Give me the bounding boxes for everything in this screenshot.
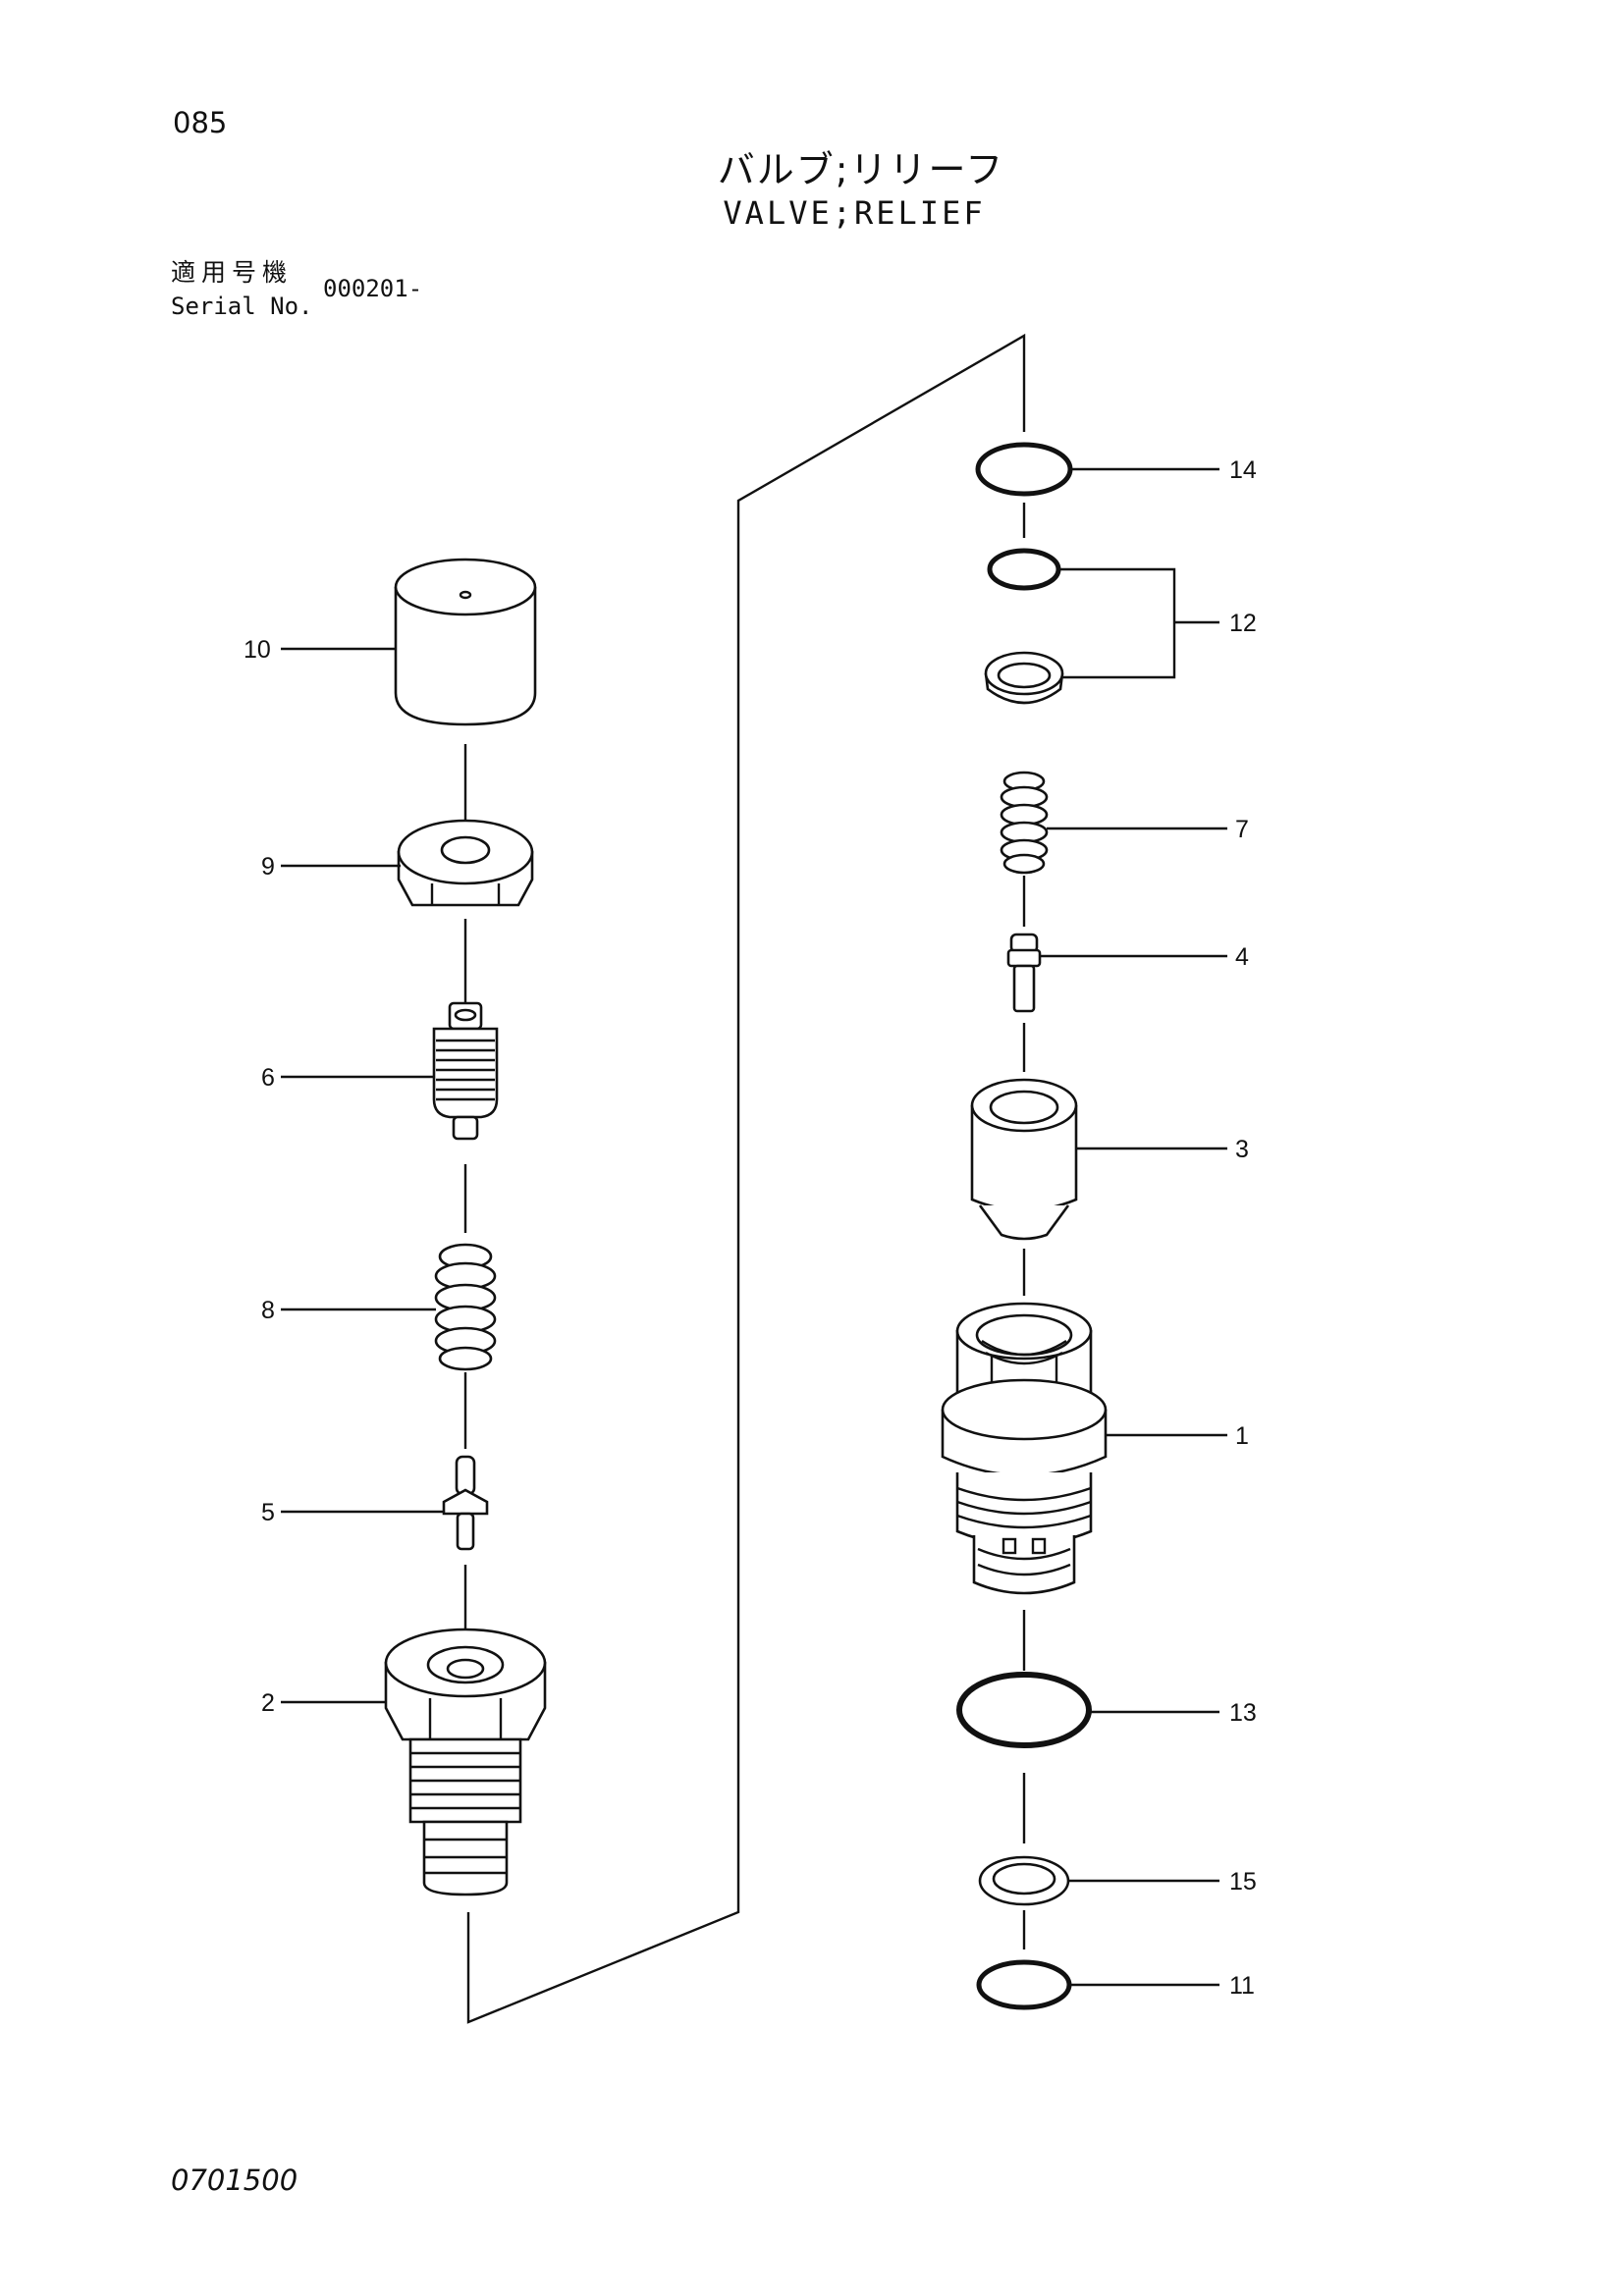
- part-14-o-ring: [975, 442, 1073, 497]
- leader-lines: [281, 467, 1227, 1987]
- callout-15: 15: [1229, 1868, 1257, 1896]
- serial-number-value: 000201-: [323, 275, 423, 302]
- part-9-nut: [397, 819, 534, 907]
- callout-1: 1: [1235, 1422, 1249, 1450]
- callout-9: 9: [261, 853, 275, 881]
- part-12-backup-ring: [984, 651, 1064, 705]
- part-2-plug: [384, 1628, 547, 1896]
- page-number: 085: [173, 106, 228, 139]
- callout-13: 13: [1229, 1699, 1257, 1727]
- part-5-poppet: [442, 1455, 489, 1551]
- callout-8: 8: [261, 1297, 275, 1324]
- serial-label-japanese: 適用号機: [171, 258, 294, 287]
- callout-4: 4: [1235, 943, 1249, 971]
- callout-12: 12: [1229, 610, 1257, 637]
- part-12-o-ring: [987, 548, 1061, 591]
- part-7-spring: [1000, 771, 1049, 875]
- part-10-cap: [394, 558, 537, 726]
- callout-6: 6: [261, 1064, 275, 1092]
- title-english: VALVE;RELIEF: [723, 194, 986, 232]
- part-15-washer: [978, 1855, 1070, 1906]
- callout-10: 10: [244, 636, 271, 664]
- part-6-adjusting-screw: [432, 1001, 499, 1141]
- title-japanese: バルブ;リリーフ: [717, 148, 1005, 191]
- callout-11: 11: [1229, 1972, 1255, 2000]
- part-4-pin: [1006, 933, 1042, 1013]
- serial-label-english: Serial No.: [171, 293, 313, 320]
- callout-5: 5: [261, 1499, 275, 1526]
- assembly-connector-line: [466, 333, 1026, 2024]
- callout-14: 14: [1229, 456, 1257, 484]
- part-13-o-ring: [956, 1672, 1092, 1748]
- part-3-sleeve: [970, 1078, 1078, 1241]
- callout-2: 2: [261, 1689, 275, 1717]
- part-8-spring: [434, 1243, 497, 1371]
- part-1-housing: [941, 1302, 1108, 1595]
- drawing-number: 0701500: [171, 2163, 298, 2197]
- callout-3: 3: [1235, 1136, 1249, 1163]
- part-11-o-ring: [976, 1959, 1072, 2010]
- callout-7: 7: [1235, 816, 1249, 843]
